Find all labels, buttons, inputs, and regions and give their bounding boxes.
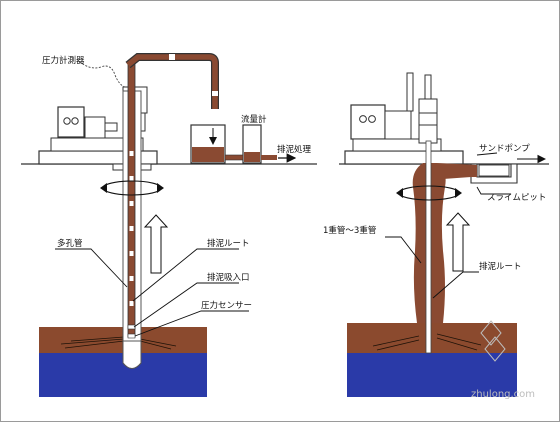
treatment-slurry (244, 152, 260, 162)
slurry-surface-flow (437, 163, 477, 179)
rotation-arrowhead (157, 183, 164, 193)
pipe-joint (212, 91, 218, 96)
pressure-meter-label: 圧力計測器 (42, 55, 85, 66)
discharge-route-label: 排泥ルート (207, 238, 250, 249)
left-leader-lines (55, 248, 249, 337)
pressure-cable (76, 58, 126, 88)
inner-slurry-pipe (127, 62, 136, 338)
outlet-pipe (261, 155, 277, 160)
watermark-text: zhulong.com (471, 389, 535, 400)
meter-dial-icon (71, 117, 79, 125)
pressure-sensor-label: 圧力センサー (201, 300, 252, 311)
motor-shaft (104, 122, 118, 132)
left-diagram: 圧力計測器 流量計 排泥処理 多孔管 排泥ルート 排泥吸入口 圧力センサー (21, 53, 317, 397)
pressure-sensor (127, 333, 136, 339)
rotation-arrowhead (100, 183, 107, 193)
right-mast-top (406, 72, 414, 112)
rig-base (50, 137, 144, 152)
pipe-perforations (129, 151, 134, 306)
watermark-logo-icon (480, 320, 506, 362)
right-mast-top (424, 74, 432, 100)
pressure-meter-unit (57, 106, 85, 138)
right-diagram: サンドポンプ スライムピット 1重管～3重管 排泥ルート (323, 72, 549, 397)
right-column-band (418, 112, 438, 126)
right-discharge-route-label: 排泥ルート (479, 261, 522, 272)
right-rotation-arrowhead (396, 188, 403, 198)
left-crack-lines (60, 336, 177, 350)
right-drive-block (384, 110, 412, 140)
suction-inlet (127, 324, 136, 330)
sand-pump-label: サンドポンプ (479, 144, 530, 154)
right-water-layer (347, 353, 517, 397)
discharge-label: 排泥処理 (277, 144, 312, 155)
flowmeter-slurry (192, 147, 224, 162)
right-crack-lines (372, 333, 482, 351)
right-platform-slab (344, 150, 464, 165)
drive-motor (84, 116, 106, 140)
right-leader-lines (385, 152, 511, 299)
pipe-joint (169, 54, 175, 60)
grouting-pipe (425, 140, 432, 354)
control-dial-icon (359, 115, 367, 123)
connector-pipe (224, 154, 244, 161)
flowmeter-label: 流量計 (241, 114, 267, 125)
control-dial-icon (368, 115, 376, 123)
right-control-unit (350, 104, 386, 140)
discharge-pipe-slurry (126, 54, 218, 109)
slime-pit-label: スライムピット (487, 193, 546, 203)
watermark: zhulong.com (471, 320, 535, 400)
right-rotation-arrowhead (455, 188, 462, 198)
right-soil-layer (347, 323, 517, 353)
right-upward-flow-arrow (445, 212, 471, 272)
meter-dial-icon (63, 117, 71, 125)
slime-pit-outline (478, 164, 510, 177)
pipe-label: 1重管～3重管 (323, 225, 376, 236)
upward-flow-arrow (143, 214, 169, 274)
suction-inlet-label: 排泥吸入口 (207, 272, 250, 283)
perforated-pipe-label: 多孔管 (57, 238, 83, 249)
